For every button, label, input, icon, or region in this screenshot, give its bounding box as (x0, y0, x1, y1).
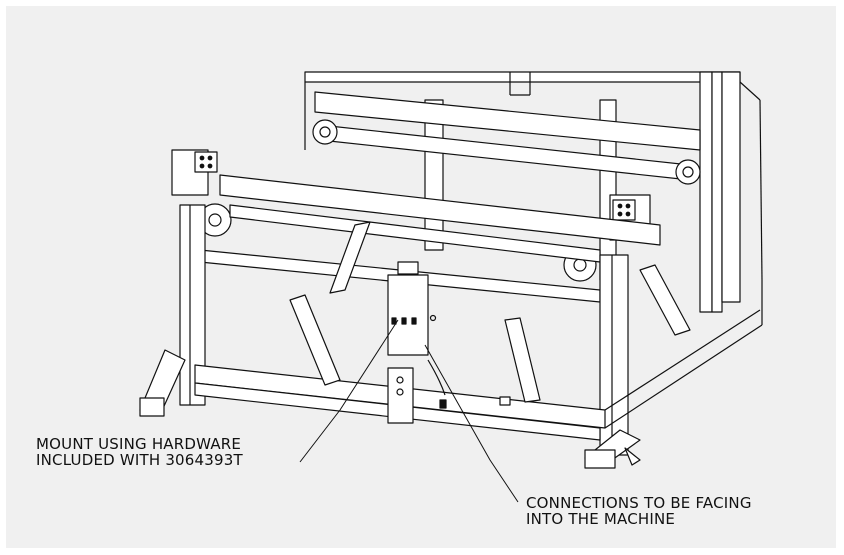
mount-callout-line2: INCLUDED WITH 3064393T (36, 451, 243, 469)
leader-lines (299, 319, 519, 503)
connections-callout: CONNECTIONS TO BE FACING INTO THE MACHIN… (526, 495, 752, 527)
scissor-arms (289, 221, 691, 403)
base-frame (194, 280, 763, 441)
control-box (387, 261, 511, 424)
left-bracket (171, 149, 232, 237)
cross-beams (199, 174, 661, 400)
upper-rollers (312, 91, 701, 185)
connections-callout-line1: CONNECTIONS TO BE FACING (526, 494, 752, 512)
connections-callout-line2: INTO THE MACHINE (526, 510, 676, 528)
mount-callout: MOUNT USING HARDWARE INCLUDED WITH 30643… (36, 436, 243, 468)
mount-callout-line1: MOUNT USING HARDWARE (36, 435, 242, 453)
